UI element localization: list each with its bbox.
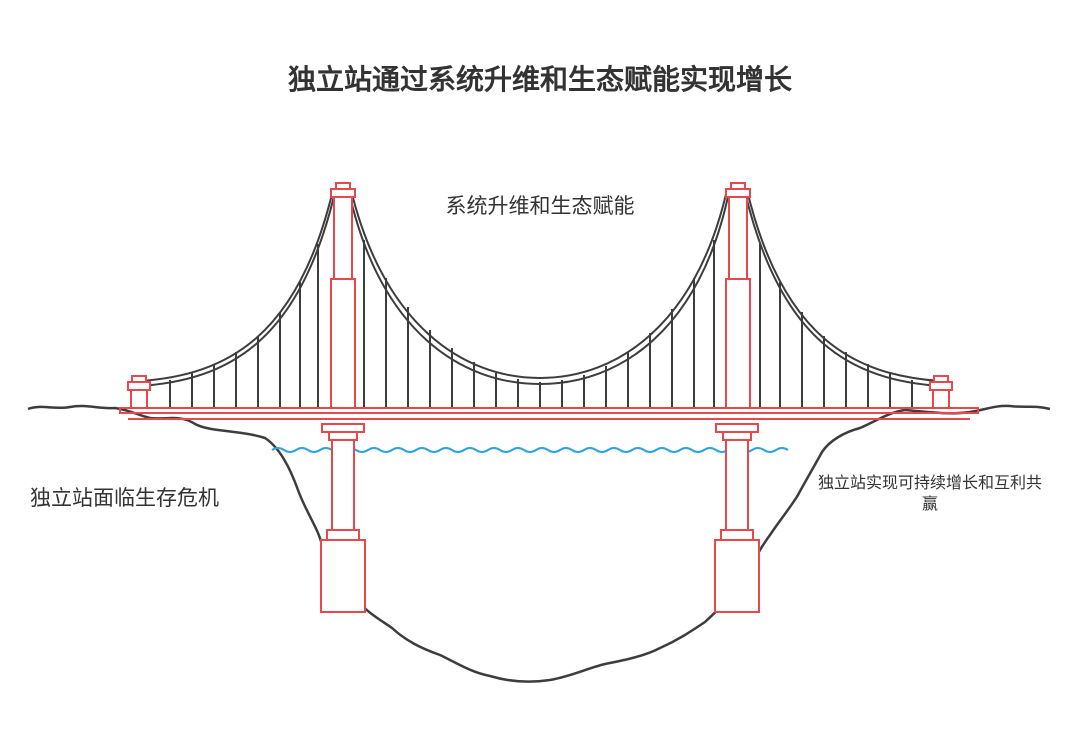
main-cables [139, 189, 941, 387]
label-sustainable-growth: 独立站实现可持续增长和互利共赢 [817, 473, 1042, 513]
canyon-outline [27, 404, 1051, 683]
label-system-upgrade: 系统升维和生态赋能 [445, 194, 635, 218]
label-survival-crisis: 独立站面临生存危机 [30, 486, 219, 510]
diagram-title: 独立站通过系统升维和生态赋能实现增长 [287, 63, 792, 96]
right-tower [714, 182, 760, 613]
left-anchorage [127, 375, 151, 409]
hanger-cables [169, 240, 913, 409]
water-line [271, 447, 789, 453]
bridge-deck [119, 407, 979, 420]
left-tower [320, 182, 366, 613]
right-anchorage [929, 375, 953, 409]
